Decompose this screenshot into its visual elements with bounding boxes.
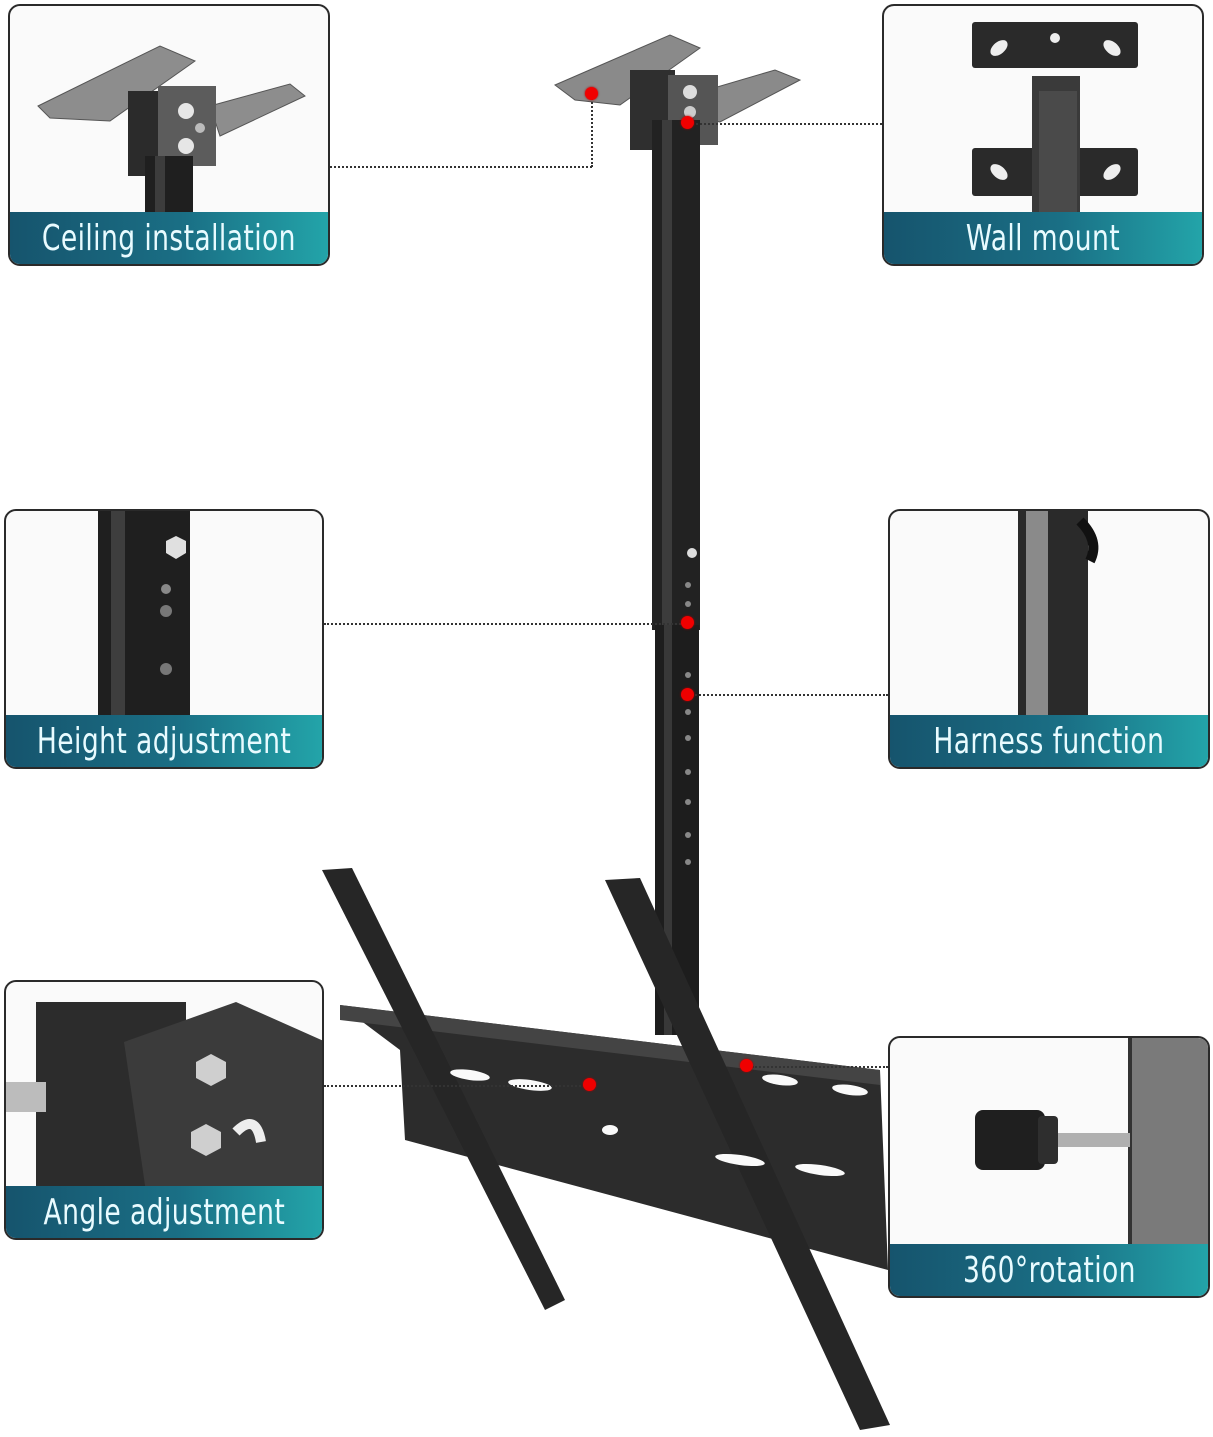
feature-label: Harness function [890, 715, 1208, 767]
connector-wall [692, 123, 882, 125]
tilt-bolts-closeup [6, 1002, 322, 1192]
cable-channel-closeup [1018, 511, 1099, 721]
callout-dot-rotation [740, 1059, 753, 1072]
callout-dot-height [681, 616, 694, 629]
connector-height [324, 623, 684, 625]
connector-ceiling [330, 166, 592, 168]
rotation-knob-closeup [975, 1038, 1208, 1248]
feature-label: Wall mount [884, 212, 1202, 264]
feature-label: 360°rotation [890, 1244, 1208, 1296]
callout-dot-wall [681, 116, 694, 129]
feature-panel-harness-function: Harness function [888, 509, 1210, 769]
feature-panel-height-adjustment: Height adjustment [4, 509, 324, 769]
tilt-arm-right [605, 878, 890, 1430]
feature-panel-ceiling-installation: Ceiling installation [8, 4, 330, 266]
connector-rotation [752, 1066, 888, 1068]
feature-panel-360-rotation: 360°rotation [888, 1036, 1210, 1298]
feature-panel-angle-adjustment: Angle adjustment [4, 980, 324, 1240]
wall-plate-closeup [972, 22, 1138, 216]
connector-harness [692, 694, 888, 696]
pole-holes-closeup [98, 511, 190, 721]
ceiling-bracket-closeup [37, 45, 306, 216]
feature-label: Height adjustment [6, 715, 322, 767]
feature-label: Angle adjustment [6, 1186, 322, 1238]
connector-angle [324, 1085, 588, 1087]
tilt-arm-left [322, 868, 565, 1310]
callout-dot-ceiling [585, 87, 598, 100]
feature-panel-wall-mount: Wall mount [882, 4, 1204, 266]
callout-dot-angle [583, 1078, 596, 1091]
connector-ceiling-vertical [591, 95, 593, 167]
feature-label: Ceiling installation [10, 212, 328, 264]
callout-dot-harness [681, 688, 694, 701]
